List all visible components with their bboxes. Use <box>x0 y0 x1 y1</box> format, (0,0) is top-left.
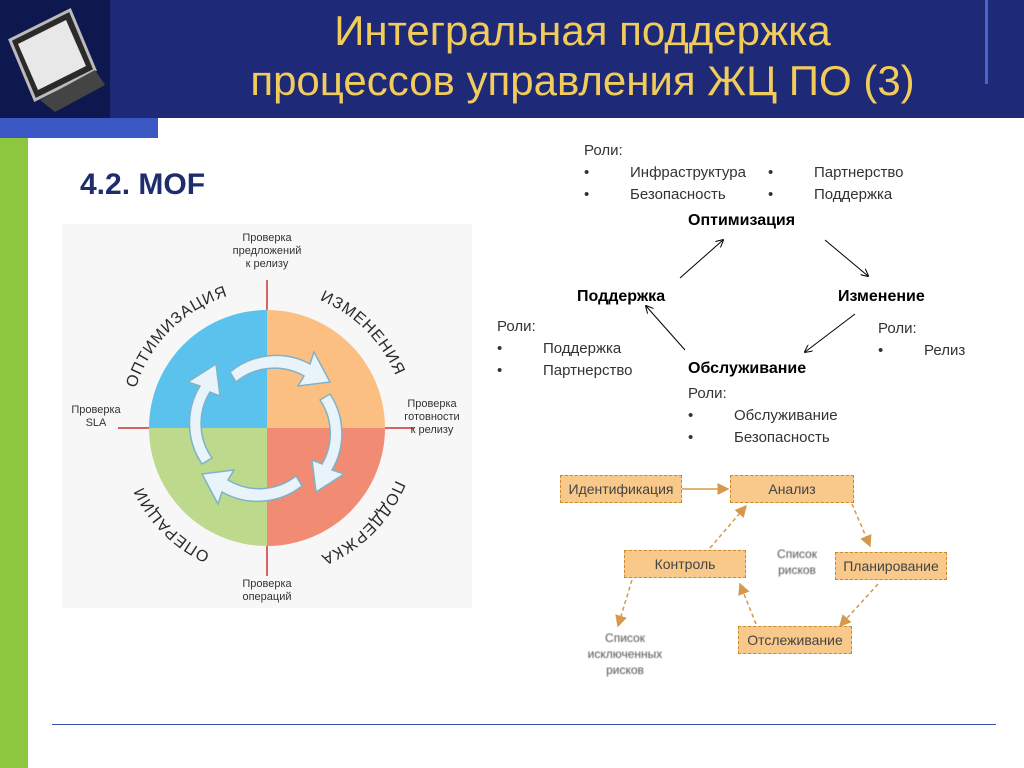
optimization-roles: Роли: •Инфраструктура•Партнерство •Безоп… <box>584 142 904 203</box>
title-line-1: Интегральная поддержка <box>334 7 831 54</box>
mof-wheel-panel: ОПТИМИЗАЦИЯ ИЗМЕНЕНИЯ ОПЕРАЦИИ ПОДДЕРЖКА… <box>62 224 472 608</box>
left-stripe <box>0 138 28 768</box>
service-roles: Роли: •Обслуживание •Безопасность <box>688 385 838 446</box>
node-optimization: Оптимизация <box>688 212 796 229</box>
risk-box-control: Контроль <box>624 550 746 578</box>
checkpoint-top: Проверка предложений к релизу <box>232 232 302 270</box>
roles-cycle-arrows <box>480 200 1000 380</box>
risk-cycle-arrows <box>615 483 879 628</box>
title-line-2: процессов управления ЖЦ ПО (3) <box>250 57 915 104</box>
quadrant-changes <box>267 310 385 428</box>
monitor-logo <box>0 0 110 118</box>
node-change: Изменение <box>838 288 925 305</box>
slide-title: Интегральная поддержка процессов управле… <box>160 6 1005 106</box>
risk-box-tracking: Отслеживание <box>738 626 852 654</box>
quadrant-operations <box>267 428 385 546</box>
checkpoint-bottom: Проверка операций <box>242 578 292 603</box>
cycle-arrows-icon <box>186 350 346 506</box>
checkpoint-right: Проверка готовности к релизу <box>404 398 460 436</box>
header-band <box>0 118 158 138</box>
slide-header <box>0 0 1024 118</box>
excluded-risk-list-label: Список исключенных рисков <box>587 631 663 677</box>
node-service: Обслуживание <box>688 360 807 377</box>
footer-divider <box>52 724 996 725</box>
monitor-icon <box>8 7 105 112</box>
mof-wheel: ОПТИМИЗАЦИЯ ИЗМЕНЕНИЯ ОПЕРАЦИИ ПОДДЕРЖКА <box>118 280 414 576</box>
quadrant-support <box>149 428 267 546</box>
risk-box-analysis: Анализ <box>730 475 854 503</box>
change-roles: Роли: •Релиз <box>878 320 966 359</box>
checkpoint-left: Проверка SLA <box>71 404 121 429</box>
title-divider <box>985 0 988 84</box>
node-support: Поддержка <box>577 288 666 305</box>
risk-list-label: Список рисков <box>777 547 817 577</box>
support-roles: Роли: •Поддержка •Партнерство <box>497 318 633 379</box>
risk-box-planning: Планирование <box>835 552 947 580</box>
section-subtitle: 4.2. MOF <box>80 168 206 201</box>
risk-box-identification: Идентификация <box>560 475 682 503</box>
